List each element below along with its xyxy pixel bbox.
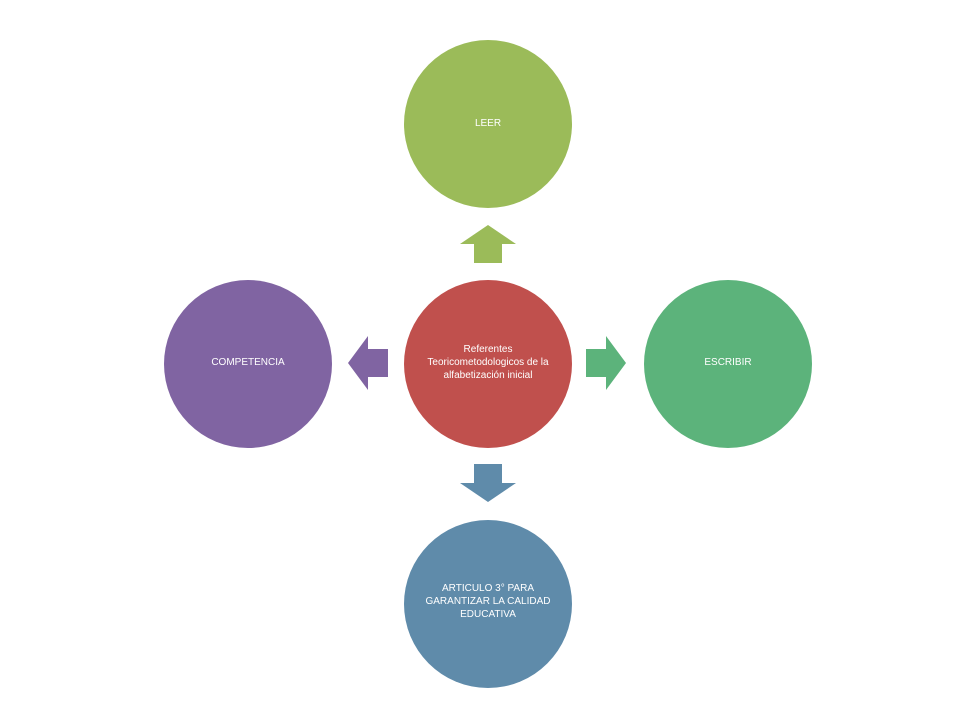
top-node-label: LEER	[474, 118, 502, 129]
right-node-escribir: ESCRIBIR	[644, 280, 812, 448]
arrow-up-shape	[460, 225, 516, 263]
left-node-competencia: COMPETENCIA	[164, 280, 332, 448]
arrow-up-icon	[458, 225, 518, 263]
top-node-leer: LEER	[404, 40, 572, 208]
bottom-node-articulo: ARTICULO 3° PARA GARANTIZAR LA CALIDAD E…	[404, 520, 572, 688]
center-node: Referentes Teoricometodologicos de la al…	[404, 280, 572, 448]
bottom-node-label: ARTICULO 3° PARA GARANTIZAR LA CALIDAD E…	[425, 583, 551, 620]
left-node-label: COMPETENCIA	[211, 357, 285, 368]
arrow-down-icon	[458, 464, 518, 502]
arrow-left-icon	[348, 334, 388, 392]
arrow-right-shape	[586, 336, 626, 390]
right-node-label: ESCRIBIR	[704, 357, 752, 368]
arrow-right-icon	[586, 334, 626, 392]
arrow-left-shape	[348, 336, 388, 390]
center-node-label: Referentes Teoricometodologicos de la al…	[427, 344, 549, 381]
arrow-down-shape	[460, 464, 516, 502]
